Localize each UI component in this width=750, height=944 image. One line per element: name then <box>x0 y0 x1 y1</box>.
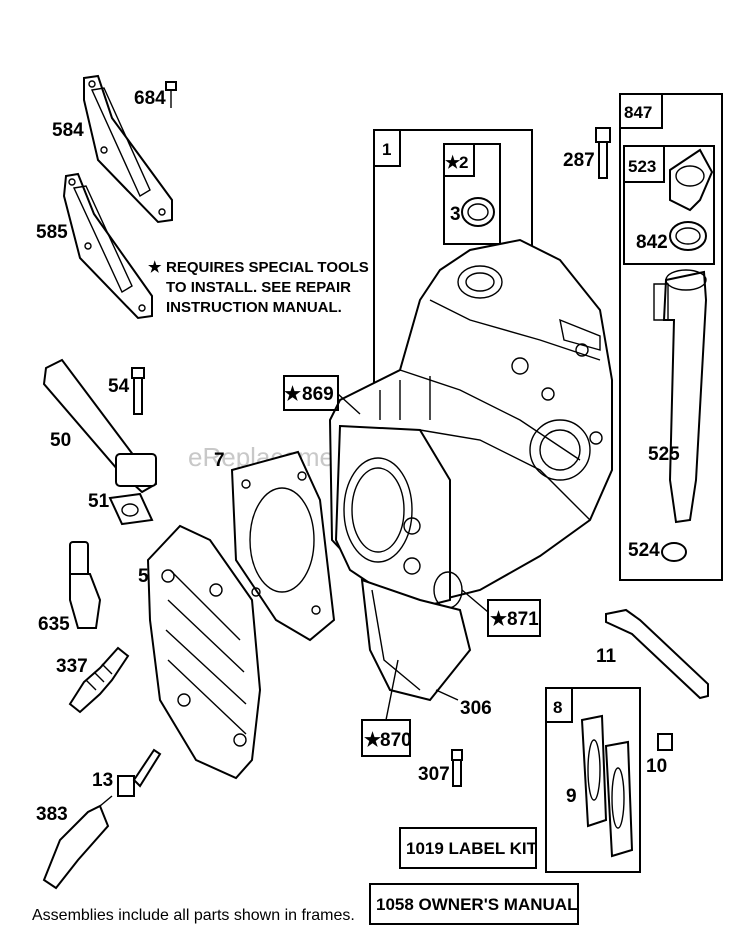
gasket-9a[interactable] <box>580 714 608 828</box>
frame-2-tag <box>443 143 475 177</box>
label-51: 51 <box>88 491 110 512</box>
frame-523-tag <box>623 145 665 183</box>
label-11: 11 <box>596 646 617 667</box>
label-870-star: ★ <box>364 730 381 751</box>
note-star: ★ <box>148 259 162 276</box>
head-gasket-7[interactable] <box>230 450 336 642</box>
plug-10[interactable] <box>657 733 673 751</box>
label-13: 13 <box>92 770 113 791</box>
frame-dipstick-cap <box>623 145 715 265</box>
note-line-1: REQUIRES SPECIAL TOOLS <box>166 259 369 276</box>
screw-307[interactable] <box>451 749 463 787</box>
frame-871-tag <box>487 599 541 637</box>
bolt-684[interactable] <box>165 81 177 108</box>
rod-11[interactable] <box>605 608 709 700</box>
label-869: 869 <box>302 384 334 405</box>
note-line-3: INSTRUCTION MANUAL. <box>166 299 342 316</box>
breather-gasket-585[interactable] <box>62 172 153 320</box>
label-525: 525 <box>648 444 680 465</box>
label-684: 684 <box>134 88 166 109</box>
dipstick-tube-525[interactable] <box>653 269 708 524</box>
label-585: 585 <box>36 222 68 243</box>
label-50: 50 <box>50 430 71 451</box>
o-ring-524[interactable] <box>661 542 687 562</box>
o-ring-842[interactable] <box>669 221 707 251</box>
label-3: 3 <box>450 204 461 225</box>
gasket-9b[interactable] <box>604 740 634 858</box>
cylinder-block[interactable] <box>328 238 613 612</box>
cylinder-head-5[interactable] <box>146 524 262 780</box>
label-1: 1 <box>382 140 391 159</box>
frame-dipstick-assembly <box>619 93 723 581</box>
breather-cover-584[interactable] <box>83 74 173 224</box>
frame-1-tag <box>373 129 401 167</box>
dipstick-523[interactable] <box>669 148 714 212</box>
frame-8-tag <box>545 687 573 723</box>
label-10: 10 <box>646 756 667 777</box>
label-337: 337 <box>56 656 88 677</box>
label-523: 523 <box>628 157 656 176</box>
frame-label-kit <box>399 827 537 869</box>
screw-287[interactable] <box>595 127 611 179</box>
label-871-star: ★ <box>490 609 507 630</box>
tool-383[interactable] <box>42 795 113 890</box>
spark-plug-337[interactable] <box>68 646 130 714</box>
footer-note: Assemblies include all parts shown in fr… <box>32 907 355 924</box>
label-owners-manual-1058: 1058 OWNER'S MANUAL <box>376 895 577 914</box>
intake-tube-50[interactable] <box>42 358 158 494</box>
label-524: 524 <box>628 540 660 561</box>
label-635: 635 <box>38 614 70 635</box>
label-584: 584 <box>52 120 84 141</box>
label-870: 870 <box>380 730 412 751</box>
label-2: 2 <box>459 153 468 172</box>
note-line-2: TO INSTALL. SEE REPAIR <box>166 279 351 296</box>
label-2-star: ★ <box>445 153 461 172</box>
label-383: 383 <box>36 804 68 825</box>
oil-seal-3[interactable] <box>461 197 495 227</box>
frame-847-tag <box>619 93 663 129</box>
frame-gasket-set <box>545 687 641 873</box>
label-9: 9 <box>566 786 577 807</box>
label-307: 307 <box>418 764 450 785</box>
label-8: 8 <box>553 698 562 717</box>
label-54: 54 <box>108 376 130 397</box>
frame-869-tag <box>283 375 339 411</box>
label-287: 287 <box>563 150 595 171</box>
label-869-star: ★ <box>284 384 301 405</box>
label-kit-1019: 1019 LABEL KIT <box>406 839 538 858</box>
label-5: 5 <box>138 566 149 587</box>
label-306: 306 <box>460 698 492 719</box>
label-7: 7 <box>214 450 225 471</box>
gasket-51[interactable] <box>108 492 154 526</box>
frame-owners-manual <box>369 883 579 925</box>
fitting-635[interactable] <box>69 541 102 629</box>
bolt-13[interactable] <box>117 748 162 797</box>
label-871: 871 <box>507 609 539 630</box>
breather-tube-306[interactable] <box>360 578 472 702</box>
label-847: 847 <box>624 103 652 122</box>
screw-54[interactable] <box>131 367 145 415</box>
label-842: 842 <box>636 232 668 253</box>
